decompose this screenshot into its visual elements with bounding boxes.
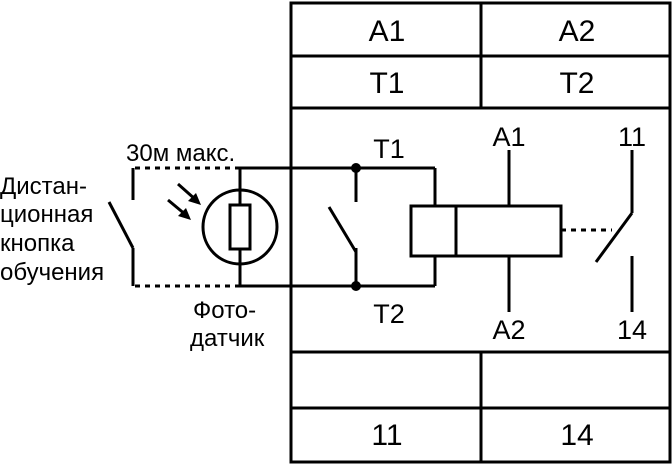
terminal-label-a1: A1	[369, 15, 406, 48]
max-distance-label: 30м макс.	[126, 140, 235, 167]
terminal-label-t2: T2	[559, 67, 594, 100]
photo-sensor-label-line1: Фото-	[193, 297, 256, 324]
photoresistor-icon	[228, 203, 252, 251]
remote-button-label-line4: обучения	[0, 259, 104, 286]
circuit-label-a1: A1	[492, 122, 525, 152]
photo-sensor-label-line2: датчик	[190, 325, 265, 352]
circuit-label-t2: T2	[373, 299, 405, 329]
terminal-label-14: 14	[560, 419, 593, 452]
terminal-label-t1: T1	[369, 67, 404, 100]
circuit-label-11: 11	[618, 122, 646, 152]
terminal-block	[289, 1, 672, 464]
terminal-label-11: 11	[371, 419, 402, 452]
relay-coil	[454, 204, 563, 258]
junction-dot	[351, 163, 361, 173]
terminal-label-a2: A2	[559, 15, 596, 48]
internal-circuit	[240, 150, 634, 312]
junction-dot	[351, 281, 361, 291]
remote-button-blade	[107, 201, 135, 249]
coil-control-section	[409, 204, 458, 258]
internal-switch-blade	[327, 206, 358, 253]
remote-button-label-line2: ционная	[0, 201, 93, 228]
circuit-label-t1: T1	[373, 134, 405, 164]
remote-button-label-line1: Дистан-	[0, 173, 87, 200]
remote-button-label-line3: кнопка	[0, 230, 75, 257]
light-arrowhead-icon	[178, 208, 191, 220]
circuit-label-14: 14	[617, 315, 647, 345]
circuit-label-a2: A2	[492, 315, 525, 345]
external-wiring	[107, 166, 279, 288]
contact-blade	[594, 212, 634, 263]
light-arrowhead-icon	[188, 193, 201, 205]
